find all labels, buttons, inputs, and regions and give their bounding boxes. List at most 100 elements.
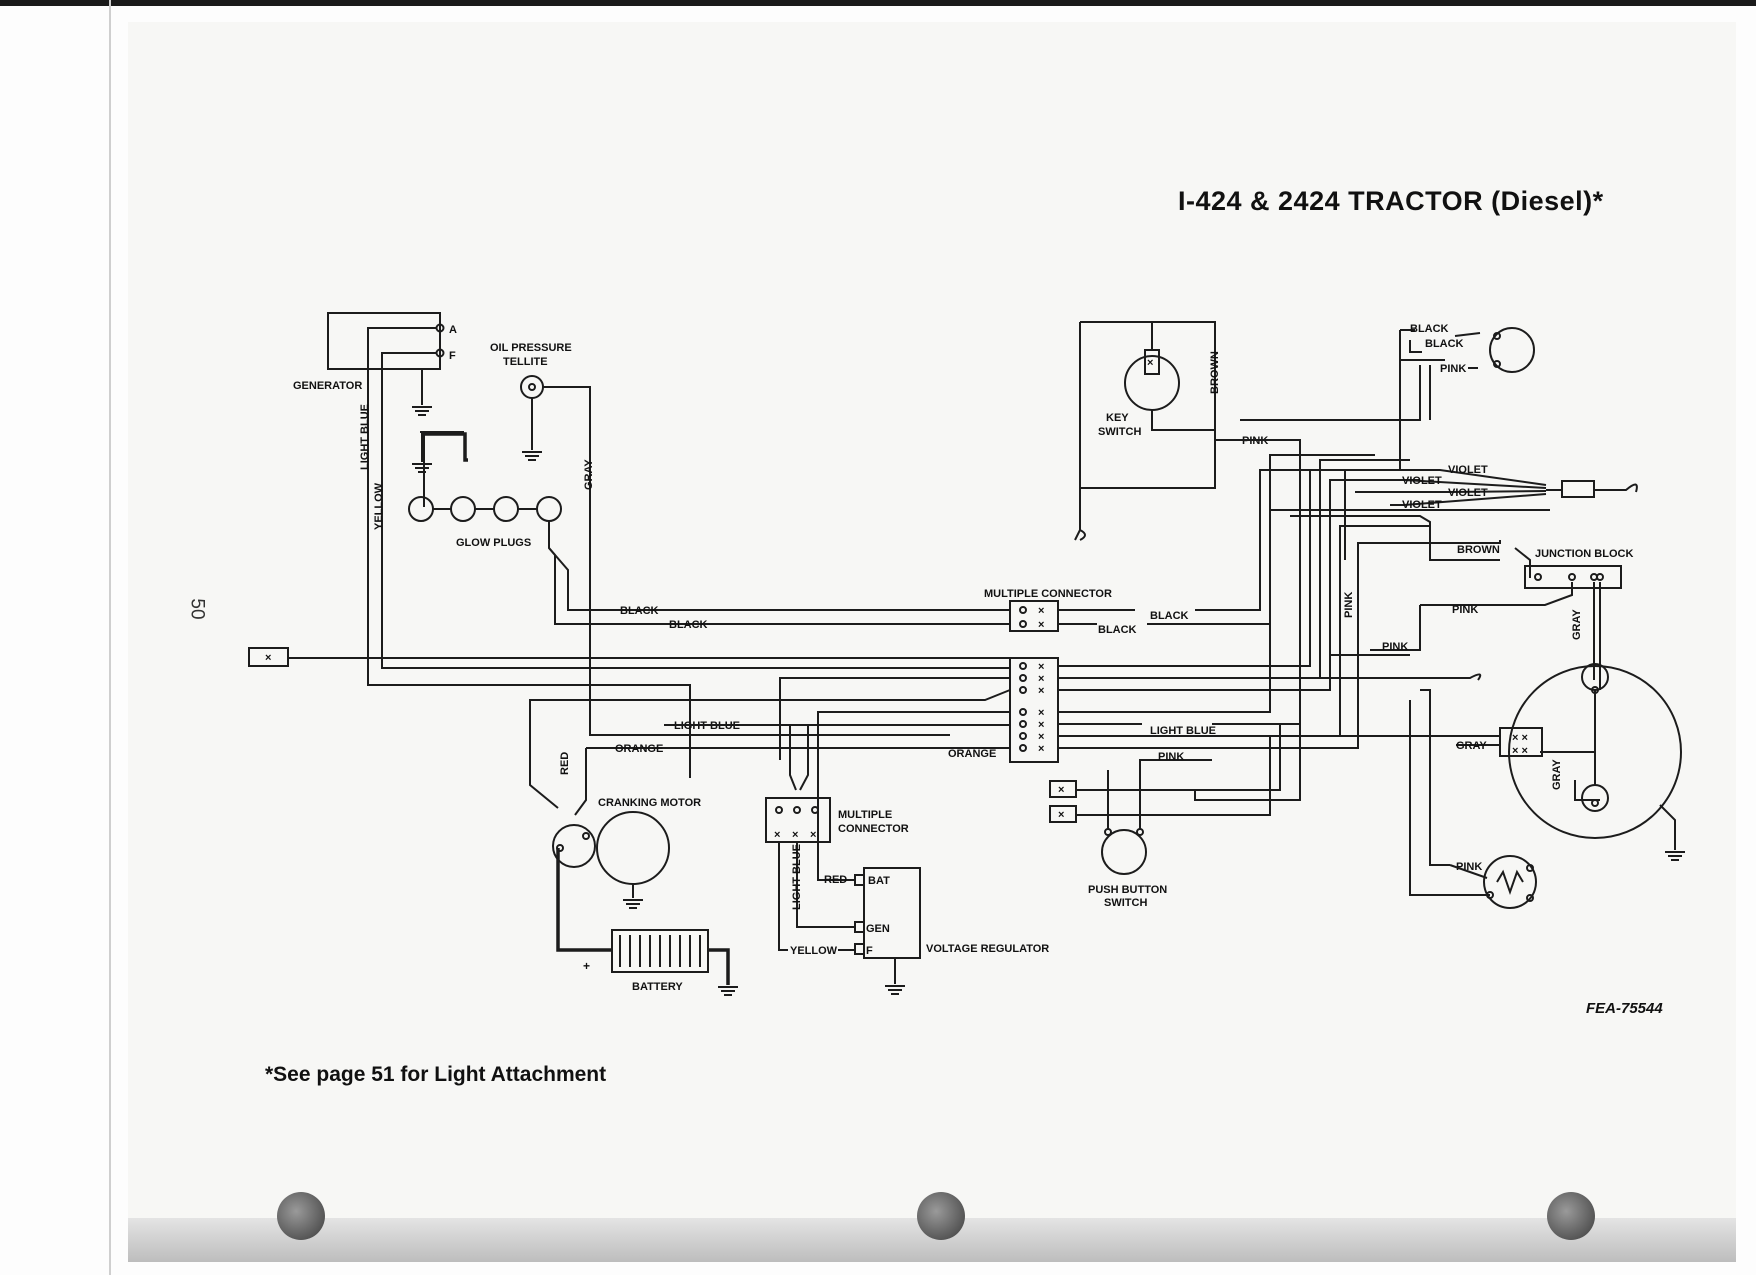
connector-lead xyxy=(1546,483,1638,493)
instrument-cluster-icon xyxy=(1508,665,1682,839)
wire xyxy=(779,677,1010,760)
light-blue-wire xyxy=(789,725,809,791)
junction-block-label: JUNCTION BLOCK xyxy=(1535,548,1633,560)
tellite-terminal xyxy=(528,383,536,391)
connector-pin-mark: × xyxy=(1038,605,1044,617)
multiple-connector-icon xyxy=(1009,600,1059,632)
battery-ground-cable xyxy=(708,948,730,985)
plug-connector-mark: × xyxy=(265,652,271,664)
yellow-wire xyxy=(778,842,855,951)
connector-pin xyxy=(1019,720,1027,728)
oil-pressure-label: OIL PRESSURE xyxy=(490,342,572,354)
connector-pin-mark: × xyxy=(1038,673,1044,685)
black-wire xyxy=(1058,469,1346,611)
battery-plates xyxy=(619,935,701,967)
tellite-label: TELLITE xyxy=(503,356,548,368)
cranking-motor-label: CRANKING MOTOR xyxy=(598,797,701,809)
left-border xyxy=(109,0,111,1275)
ground-icon xyxy=(1659,804,1685,861)
multiple-connector-label: MULTIPLE CONNECTOR xyxy=(984,588,1112,600)
brown-wire xyxy=(1514,547,1531,578)
black-wire-label: BLACK xyxy=(1425,338,1464,350)
yellow-wire xyxy=(381,352,1010,669)
light-terminal xyxy=(1493,332,1501,340)
pink-wire-label: PINK xyxy=(1440,363,1466,375)
connector-pin xyxy=(1019,708,1027,716)
black-wire-label: BLACK xyxy=(1098,624,1137,636)
solenoid-terminal xyxy=(582,832,590,840)
black-wire-label: BLACK xyxy=(1150,610,1189,622)
oil-pressure-tellite-icon xyxy=(520,375,544,399)
key-switch-wire xyxy=(1074,488,1086,541)
yellow-wire-label: YELLOW xyxy=(373,482,385,530)
multiple-connector-icon xyxy=(1009,657,1059,763)
lamp-terminal xyxy=(1486,891,1494,899)
connector-icon xyxy=(1561,480,1595,498)
gray-wire xyxy=(1593,582,1601,690)
pink-wire xyxy=(1240,365,1478,421)
lamp-wire xyxy=(1449,864,1488,879)
glow-plug-icon xyxy=(450,496,476,522)
generator-terminal-f xyxy=(435,348,445,358)
switch-label: SWITCH xyxy=(1098,426,1141,438)
lamp-filament-icon xyxy=(1496,869,1524,896)
violet-wire-label: VIOLET xyxy=(1448,464,1488,476)
black-wire xyxy=(548,521,1010,611)
diagram-title: I-424 & 2424 TRACTOR (Diesel)* xyxy=(1178,186,1604,216)
gauge-wire xyxy=(1574,780,1600,801)
connector-pin-mark: × xyxy=(1038,743,1044,755)
glow-plug-icon xyxy=(408,496,434,522)
connector-pin xyxy=(1019,620,1027,628)
connector-pin-mark: × xyxy=(1038,719,1044,731)
vr-f-label: F xyxy=(866,945,873,957)
connector-pin xyxy=(1019,674,1027,682)
vr-gen-label: GEN xyxy=(866,923,890,935)
violet-wire xyxy=(1355,469,1547,506)
violet-wire-label: VIOLET xyxy=(1402,475,1442,487)
key-switch-wire xyxy=(1151,322,1215,431)
gauge-socket-icon xyxy=(1581,784,1609,812)
wire xyxy=(1058,479,1420,691)
push-button-switch-icon xyxy=(1101,829,1147,875)
wire xyxy=(1058,540,1501,749)
battery-cable xyxy=(556,848,612,952)
plug-connector-icon xyxy=(1049,780,1077,798)
violet-wire-label: VIOLET xyxy=(1402,499,1442,511)
push-button-label: PUSH BUTTON xyxy=(1088,884,1167,896)
terminal-a-label: A xyxy=(449,324,457,336)
multiple-label: MULTIPLE xyxy=(838,809,892,821)
switch-terminal xyxy=(1136,828,1144,836)
voltage-regulator-label: VOLTAGE REGULATOR xyxy=(926,943,1049,955)
pink-wire xyxy=(1420,582,1573,606)
ground-icon xyxy=(885,958,905,995)
glow-plug-wire xyxy=(421,432,425,507)
gauge-connector-mark: × × xyxy=(1512,745,1528,757)
connector-label: CONNECTOR xyxy=(838,823,909,835)
connector-pin xyxy=(1019,686,1027,694)
wire xyxy=(1076,724,1281,816)
solenoid-icon xyxy=(552,824,596,868)
pink-wire-label: PINK xyxy=(1452,604,1478,616)
black-wire-label: BLACK xyxy=(620,605,659,617)
diagram-sheet xyxy=(128,22,1736,1262)
gray-wire-label: GRAY xyxy=(1571,609,1583,640)
key-label: KEY xyxy=(1106,412,1129,424)
red-wire xyxy=(529,689,1011,809)
wire xyxy=(1058,509,1550,713)
connector-pin-mark: × xyxy=(1038,661,1044,673)
brown-wire xyxy=(1290,515,1500,561)
junction-terminal xyxy=(1590,573,1598,581)
brown-wire-label: BROWN xyxy=(1209,351,1221,394)
light-socket-icon xyxy=(1489,327,1535,373)
glow-plug-ground-strap xyxy=(424,432,468,462)
plug-connector-mark: × xyxy=(1058,809,1064,821)
wire-end xyxy=(1058,673,1482,681)
connector-pin-mark: × xyxy=(792,829,798,841)
wire xyxy=(1058,525,1430,737)
orange-wire-label: ORANGE xyxy=(615,743,663,755)
connector-pin-mark: × xyxy=(774,829,780,841)
gauge-connector-icon xyxy=(1499,727,1543,757)
light-blue-wire-label: LIGHT BLUE xyxy=(791,844,803,910)
orange-wire xyxy=(574,748,587,816)
black-wire-label: BLACK xyxy=(669,619,708,631)
